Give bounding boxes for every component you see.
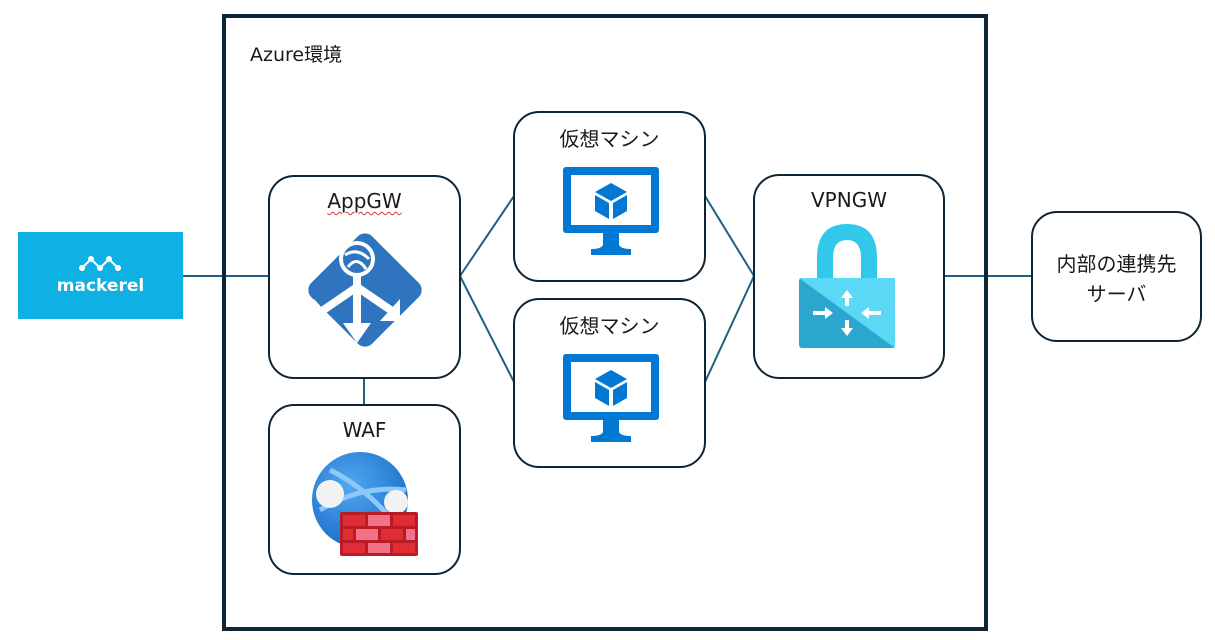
azure-environment-label: Azure環境 bbox=[250, 44, 343, 66]
virtual-machine-icon bbox=[563, 354, 659, 442]
link-vm2-vpngw bbox=[704, 275, 755, 383]
vm1-title: 仮想マシン bbox=[559, 127, 660, 151]
virtual-machine-node-2[interactable]: 仮想マシン bbox=[513, 298, 706, 468]
internal-server-label-line1: 内部の連携先 bbox=[1056, 252, 1177, 276]
vpn-gateway-node[interactable]: VPNGW bbox=[753, 174, 945, 379]
web-application-firewall-icon bbox=[312, 452, 418, 556]
mackerel-node[interactable]: mackerel bbox=[18, 232, 183, 319]
appgw-title: AppGW bbox=[327, 189, 402, 213]
mackerel-logo-icon bbox=[79, 256, 121, 271]
virtual-machine-icon bbox=[563, 167, 659, 255]
link-appgw-vm1 bbox=[459, 195, 515, 277]
vm2-title: 仮想マシン bbox=[559, 314, 660, 338]
internal-server-label-line2: サーバ bbox=[1086, 282, 1147, 306]
vpn-gateway-lock-icon bbox=[799, 224, 895, 348]
waf-title: WAF bbox=[342, 418, 387, 442]
azure-environment-boundary bbox=[222, 14, 988, 631]
virtual-machine-node-1[interactable]: 仮想マシン bbox=[513, 111, 706, 282]
mackerel-label: mackerel bbox=[56, 276, 145, 296]
internal-server-node[interactable]: 内部の連携先 サーバ bbox=[1031, 211, 1202, 342]
link-vm1-vpngw bbox=[704, 195, 755, 277]
appgw-node[interactable]: AppGW bbox=[268, 175, 461, 379]
vpngw-title: VPNGW bbox=[811, 188, 887, 212]
waf-node[interactable]: WAF bbox=[268, 404, 461, 575]
application-gateway-icon bbox=[308, 233, 422, 347]
link-appgw-vm2 bbox=[459, 275, 515, 383]
